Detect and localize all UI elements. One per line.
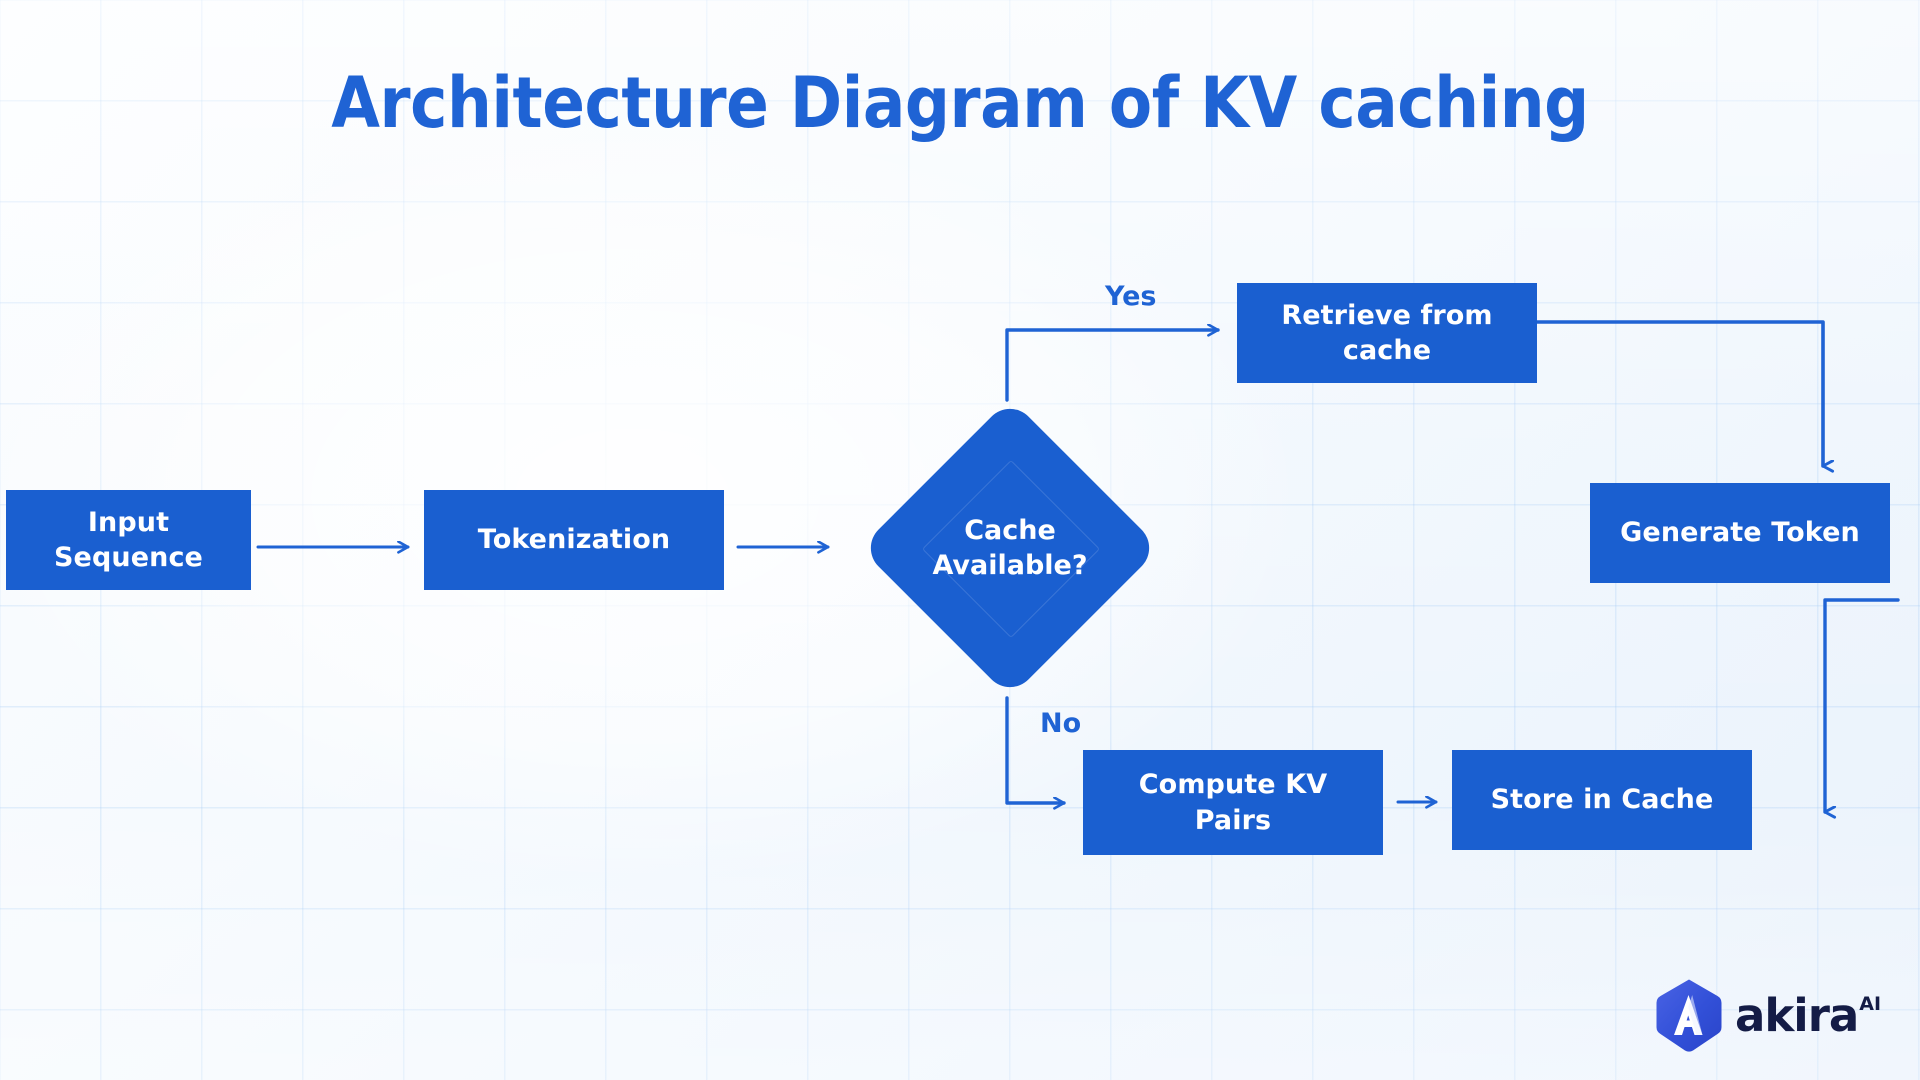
logo-superscript: AI	[1859, 992, 1882, 1015]
node-store-in-cache[interactable]: Store in Cache	[1452, 750, 1752, 850]
edge-store-to-generate	[1823, 598, 1900, 812]
node-cache-available-label: Cache Available?	[932, 514, 1088, 581]
edge-retrieve-to-generate	[1535, 320, 1823, 466]
page-title: Architecture Diagram of KV caching	[331, 62, 1589, 144]
logo-name: akira	[1735, 988, 1859, 1042]
node-input-sequence[interactable]: Input Sequence	[6, 490, 251, 590]
node-compute-kv-pairs[interactable]: Compute KV Pairs	[1083, 750, 1383, 855]
node-retrieve-from-cache[interactable]: Retrieve from cache	[1237, 283, 1537, 383]
node-cache-available[interactable]: Cache Available?	[860, 398, 1160, 698]
hexagon-a-icon	[1656, 979, 1722, 1052]
edge-decision-yes	[1005, 330, 1220, 402]
node-tokenization[interactable]: Tokenization	[424, 490, 724, 590]
edge-label-yes: Yes	[1105, 281, 1157, 312]
node-generate-token[interactable]: Generate Token	[1590, 483, 1890, 583]
edge-label-no: No	[1040, 708, 1082, 739]
